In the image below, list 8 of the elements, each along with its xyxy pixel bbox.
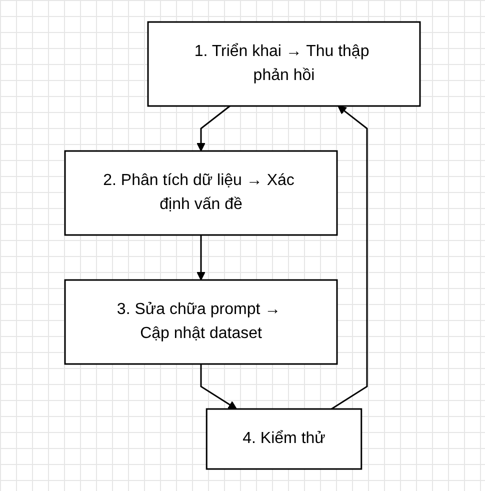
node-box: 2. Phân tích dữ liệu → Xác định vấn đề [64,150,338,236]
node-box: 1. Triển khai → Thu thập phản hồi [147,21,421,107]
arrow [200,364,237,410]
node-box: 4. Kiểm thử [206,408,362,470]
arrow [196,235,206,280]
arrow [331,106,368,410]
arrow [196,105,230,152]
node-box: 3. Sửa chữa prompt → Cập nhật dataset [64,279,338,365]
